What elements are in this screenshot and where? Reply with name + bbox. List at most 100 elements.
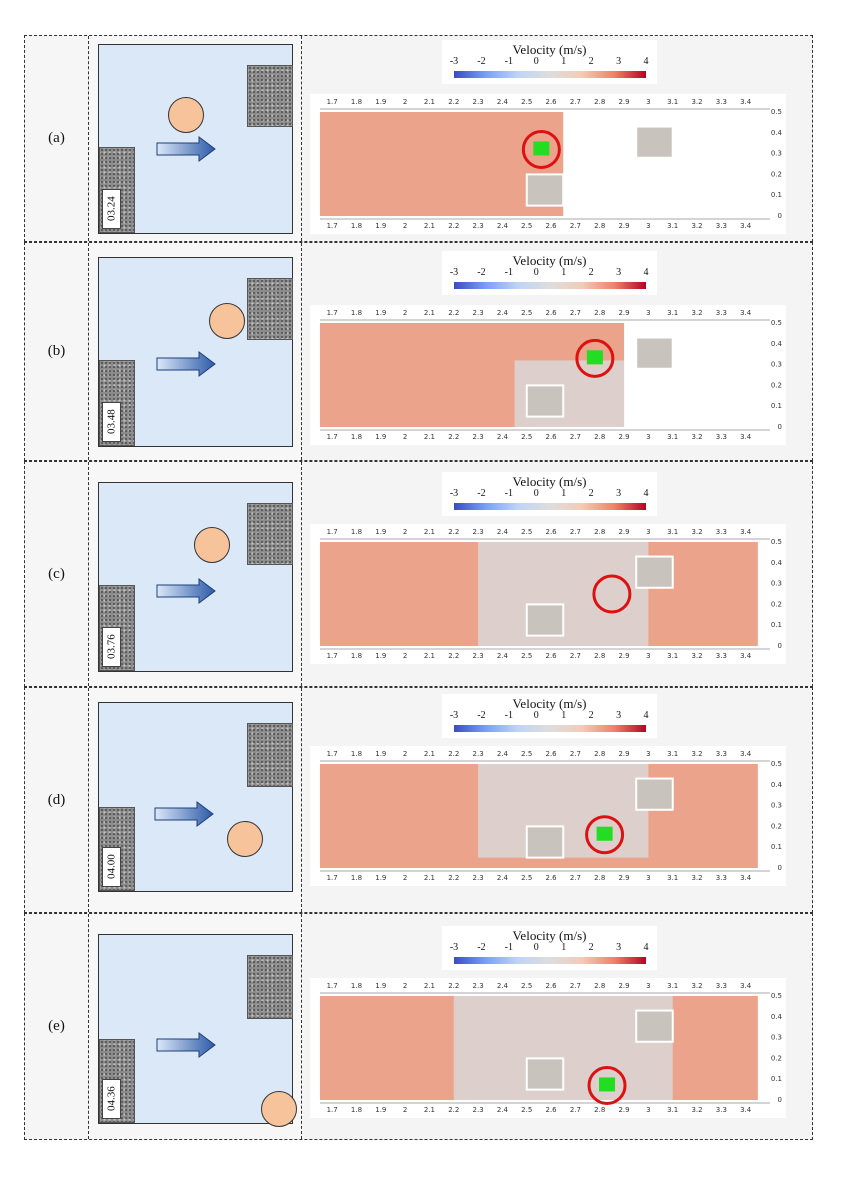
colorbar-tick-label: -1 <box>504 56 514 67</box>
x-tick-label-bottom: 1.9 <box>375 433 386 441</box>
colorbar-tick-label: 1 <box>561 488 567 499</box>
x-tick-label-bottom: 2.5 <box>521 1106 532 1114</box>
upper-obstacle-block <box>247 723 293 787</box>
timestamp: 04.00 <box>102 847 121 887</box>
x-tick-label-top: 1.7 <box>327 750 338 758</box>
x-tick-label-bottom: 2.9 <box>618 1106 629 1114</box>
x-tick-label-bottom: 1.8 <box>351 222 362 230</box>
floating-ball <box>227 821 263 857</box>
colorbar-tick-label: 4 <box>643 710 649 721</box>
x-tick-label-bottom: 2.7 <box>570 433 581 441</box>
x-tick-label-top: 2.3 <box>473 528 484 536</box>
schematic-box: 04.36 <box>98 934 297 1127</box>
x-tick-label-top: 2.4 <box>497 750 509 758</box>
colorbar-gradient <box>454 282 646 289</box>
x-tick-label-top: 3.3 <box>716 309 727 317</box>
y-tick-label: 0.4 <box>771 559 783 567</box>
x-tick-label-bottom: 2.2 <box>448 222 459 230</box>
colorbar-tick-label: 0 <box>533 710 539 721</box>
x-tick-label-top: 2 <box>403 309 407 317</box>
x-tick-label-top: 1.8 <box>351 750 362 758</box>
x-tick-label-bottom: 2.4 <box>497 222 509 230</box>
x-tick-label-bottom: 1.9 <box>375 1106 386 1114</box>
x-tick-label-top: 3.4 <box>740 982 752 990</box>
x-tick-label-top: 2.2 <box>448 309 459 317</box>
x-tick-label-bottom: 1.8 <box>351 874 362 882</box>
colorbar-tick-label: 1 <box>561 56 567 67</box>
upper-obstacle-block <box>247 65 293 127</box>
x-tick-label-top: 2.7 <box>570 98 581 106</box>
colorbar-tick-label: 0 <box>533 942 539 953</box>
highlight-ring <box>585 815 625 855</box>
x-tick-label-bottom: 3.1 <box>667 652 678 660</box>
x-tick-label-bottom: 3.4 <box>740 652 752 660</box>
green-particles <box>599 1077 616 1092</box>
x-tick-label-bottom: 3.2 <box>691 652 702 660</box>
colorbar-tick-label: 4 <box>643 56 649 67</box>
x-tick-label-bottom: 2.3 <box>473 1106 484 1114</box>
x-tick-label-top: 2.5 <box>521 98 532 106</box>
lower-obstacle <box>525 384 565 418</box>
x-tick-label-top: 3.3 <box>716 98 727 106</box>
highlight-ring <box>521 129 561 169</box>
y-tick-label: 0.2 <box>771 381 782 389</box>
y-tick-label: 0.2 <box>771 170 782 178</box>
x-tick-label-top: 2.6 <box>546 98 558 106</box>
green-particles <box>596 826 613 841</box>
timestamp-text: 04.00 <box>105 854 118 880</box>
x-tick-label-top: 3 <box>646 750 650 758</box>
lower-obstacle <box>525 173 565 207</box>
x-tick-label-bottom: 1.7 <box>327 1106 338 1114</box>
x-tick-label-bottom: 3 <box>646 652 650 660</box>
colorbar-gradient <box>454 503 646 510</box>
x-tick-label-bottom: 3.3 <box>716 222 727 230</box>
x-tick-label-top: 2.2 <box>448 750 459 758</box>
schematic-box: 03.76 <box>98 482 293 672</box>
colorbar-title: Velocity (m/s) <box>512 696 587 711</box>
x-tick-label-top: 1.8 <box>351 982 362 990</box>
x-tick-label-top: 2.5 <box>521 982 532 990</box>
x-tick-label-bottom: 3.2 <box>691 433 702 441</box>
upper-obstacle <box>635 125 674 159</box>
x-tick-label-bottom: 2.7 <box>570 222 581 230</box>
colorbar-tick-label: 3 <box>616 267 622 278</box>
x-tick-label-bottom: 2.6 <box>546 874 558 882</box>
x-tick-label-bottom: 3.3 <box>716 652 727 660</box>
x-tick-label-top: 2.4 <box>497 98 509 106</box>
x-tick-label-top: 2.7 <box>570 528 581 536</box>
x-tick-label-bottom: 2.2 <box>448 874 459 882</box>
schematic-box: 03.24 <box>98 44 293 234</box>
x-tick-label-bottom: 2 <box>403 652 407 660</box>
x-tick-label-top: 1.8 <box>351 528 362 536</box>
colorbar-tick-label: -3 <box>449 710 459 721</box>
x-tick-label-top: 2.3 <box>473 982 484 990</box>
panel-label: (e) <box>25 914 89 1139</box>
x-tick-label-bottom: 2.5 <box>521 874 532 882</box>
x-tick-label-bottom: 2.5 <box>521 222 532 230</box>
x-tick-label-bottom: 2.4 <box>497 652 509 660</box>
x-tick-label-top: 3.1 <box>667 982 678 990</box>
x-tick-label-bottom: 2.8 <box>594 433 605 441</box>
colorbar-gradient <box>454 957 646 964</box>
x-tick-label-top: 3 <box>646 309 650 317</box>
x-tick-label-top: 2.6 <box>546 750 558 758</box>
x-tick-label-top: 2.8 <box>594 98 605 106</box>
colorbar-tick-label: -3 <box>449 488 459 499</box>
timestamp-text: 03.48 <box>105 409 118 435</box>
x-tick-label-bottom: 2.5 <box>521 652 532 660</box>
x-tick-label-bottom: 3.4 <box>740 433 752 441</box>
x-tick-label-bottom: 2.9 <box>618 652 629 660</box>
colorbar-tick-label: 2 <box>588 942 594 953</box>
colorbar-title: Velocity (m/s) <box>512 474 587 489</box>
timestamp-text: 03.76 <box>105 634 118 660</box>
colorbar-tick-label: 1 <box>561 942 567 953</box>
floating-ball <box>168 97 204 133</box>
